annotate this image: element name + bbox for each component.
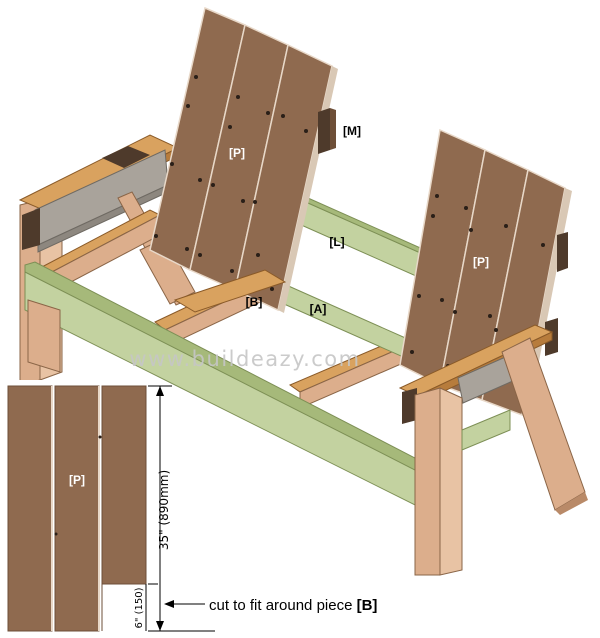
right-rear-block — [557, 232, 568, 272]
left-front-leg — [27, 299, 61, 373]
label-B: [B] — [246, 295, 263, 309]
dimension-cut: 6" (150) — [134, 587, 145, 628]
dimension-height-line — [145, 385, 215, 632]
right-front-leg — [414, 387, 511, 576]
label-P-left: [P] — [229, 146, 245, 160]
left-front-armrest — [173, 269, 287, 313]
left-top-block — [102, 146, 150, 168]
cut-annotation-text: cut to fit around piece — [209, 597, 357, 614]
label-P-detail: [P] — [69, 473, 85, 487]
label-M: [M] — [343, 124, 361, 138]
label-A: [A] — [310, 302, 327, 316]
right-diagonal-leg — [501, 337, 588, 515]
cut-annotation-arrow — [164, 600, 205, 608]
block-M — [318, 108, 330, 154]
cut-annotation: cut to fit around piece [B] — [209, 597, 377, 614]
watermark: www.buildeazy.com — [129, 347, 360, 371]
label-P-right: [P] — [473, 255, 489, 269]
cut-annotation-piece: [B] — [357, 597, 378, 614]
board-detail — [0, 380, 156, 638]
label-L: [L] — [329, 235, 344, 249]
dimension-height: 35" (890mm) — [157, 470, 171, 550]
